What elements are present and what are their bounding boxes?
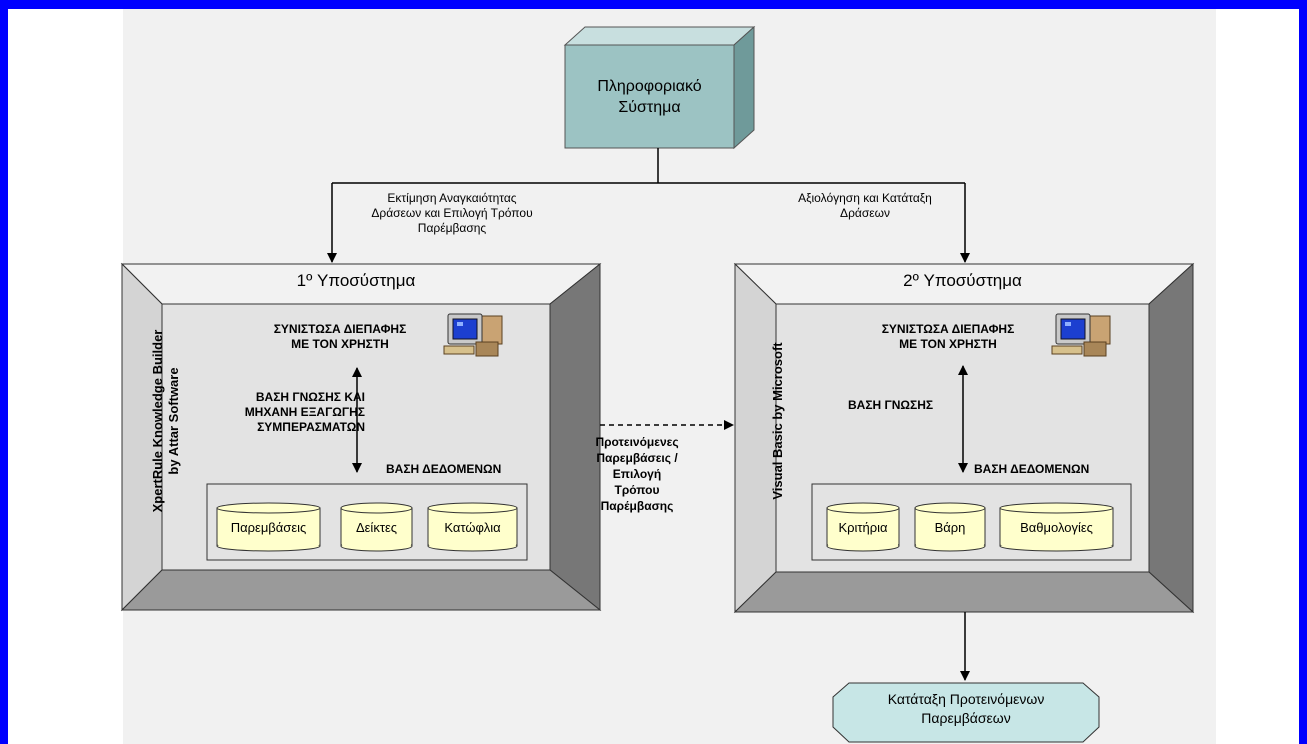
subsystem2-knowledge-label: ΒΑΣΗ ΓΝΩΣΗΣ [848,398,934,412]
cylinder-label-deiktes: Δείκτες [355,520,398,535]
cylinder-vathmologies [999,502,1114,552]
subsystem2-frame [733,262,1195,614]
info-system-box [563,25,756,150]
cylinder-label-katoflia: Κατώφλια [444,520,501,535]
cylinder-label-kritiria: Κριτήρια [838,520,888,535]
cylinder-kritiria [826,502,900,552]
cylinder-label-vathmologies: Βαθμολογίες [1020,520,1093,535]
cylinder-parembaseis [216,502,321,552]
subsystem1-title: 1º Υποσύστημα [296,271,416,290]
cylinder-label-parembaseis: Παρεμβάσεις [230,520,307,535]
subsystem2-database-label: ΒΑΣΗ ΔΕΔΟΜΕΝΩΝ [974,462,1090,476]
output-box [832,682,1100,743]
cylinder-katoflia [427,502,518,552]
computer-icon-1 [443,313,503,357]
subsystem2-vertical-label: Visual Basic by Microsoft [770,342,785,500]
computer-icon-2 [1051,313,1111,357]
subsystem1-frame [120,262,602,612]
cylinder-vari [914,502,986,552]
cylinder-deiktes [340,502,413,552]
cylinder-label-vari: Βάρη [934,520,966,535]
subsystem1-database-label: ΒΑΣΗ ΔΕΔΟΜΕΝΩΝ [386,462,502,476]
top-connectors [327,148,970,263]
subsystem2-title: 2º Υποσύστημα [903,271,1022,290]
